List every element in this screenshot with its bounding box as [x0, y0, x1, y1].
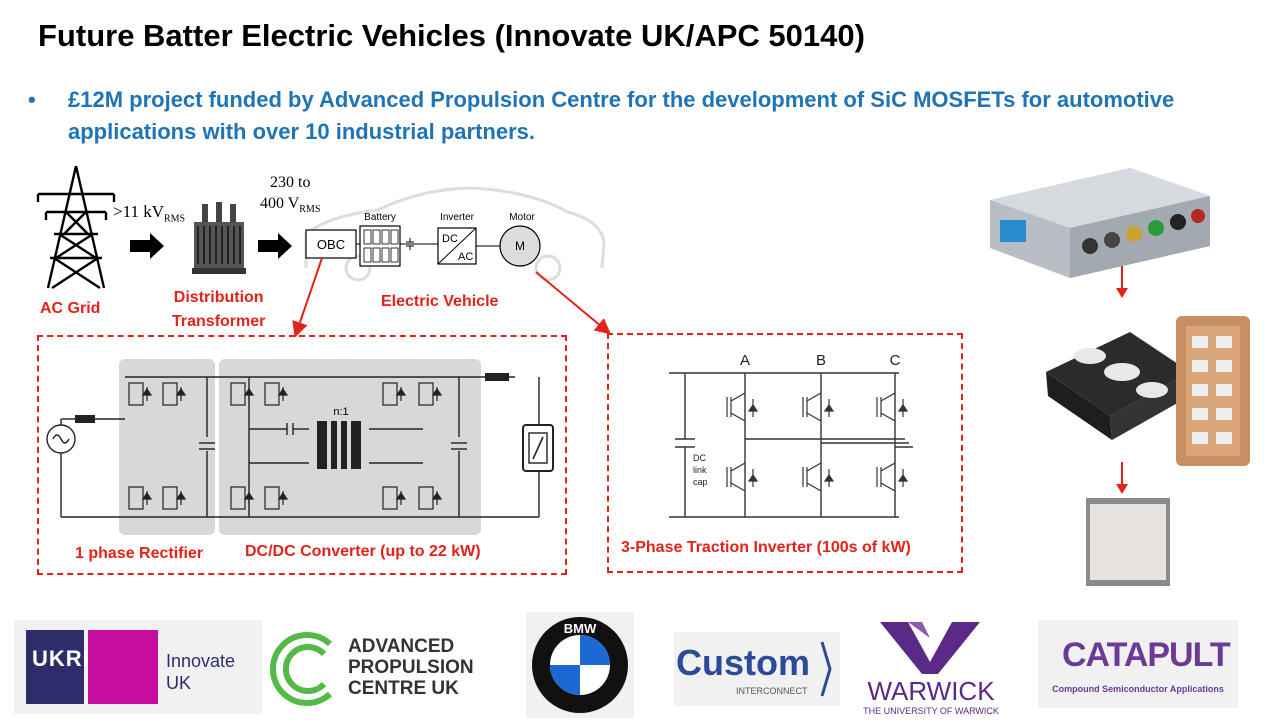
obc-label: OBC — [317, 237, 345, 252]
motor-pointer-arrow — [535, 271, 612, 335]
warwick-chevron-icon — [880, 622, 980, 674]
down-arrow-icon — [1116, 462, 1128, 494]
catapult-logo: CATAPULT Compound Semiconductor Applicat… — [1038, 620, 1238, 708]
grid-voltage-label: >11 kVRMS — [113, 202, 186, 225]
bullet-point: • £12M project funded by Advanced Propul… — [28, 84, 1268, 148]
obc-circuit-diagram: n:1 — [46, 359, 554, 535]
traction-inverter-panel: A B C DC link cap 3-Phase Traction Inver… — [607, 333, 963, 573]
traction-inverter-label: 3-Phase Traction Inverter (100s of kW) — [621, 539, 911, 556]
custom-wordmark: Custom — [676, 642, 810, 683]
bmw-roundel-icon: BMW — [532, 617, 628, 713]
custom-interconnect-logo: Custom INTERCONNECT — [674, 632, 840, 706]
motor-label: Motor — [509, 212, 535, 223]
transformer-ratio-label: n:1 — [333, 406, 348, 418]
slide-title: Future Batter Electric Vehicles (Innovat… — [38, 18, 865, 53]
rectifier-label: 1 phase Rectifier — [75, 545, 204, 562]
bmw-wordmark: BMW — [564, 621, 597, 636]
battery-block — [359, 225, 401, 267]
inverter-label: Inverter — [440, 212, 475, 223]
dc-link-cap-label-1: DC — [693, 453, 706, 463]
phase-b-label: B — [816, 352, 826, 369]
dc-link-cap-label-3: cap — [693, 477, 708, 487]
warwick-wordmark: WARWICK — [867, 676, 995, 706]
traction-inverter-diagram: A B C DC link cap — [669, 352, 913, 518]
bullet-dot-icon: • — [28, 87, 36, 112]
arrow-right-icon — [258, 233, 292, 259]
down-arrow-icon — [1116, 266, 1128, 298]
bullet-text: £12M project funded by Advanced Propulsi… — [68, 87, 1175, 144]
obc-circuit-panel: n:1 1 phase Rectifier DC/DC Converter (u… — [37, 335, 567, 575]
power-module-image — [1046, 316, 1250, 466]
warwick-sub-wordmark: THE UNIVERSITY OF WARWICK — [863, 706, 999, 716]
ukri-wordmark: UKRI — [32, 646, 90, 671]
phase-c-label: C — [890, 352, 901, 369]
warwick-logo: WARWICK THE UNIVERSITY OF WARWICK — [858, 620, 1004, 718]
motor-m-label: M — [515, 239, 525, 253]
bmw-logo: BMW — [526, 612, 634, 718]
inverter-block — [437, 227, 477, 265]
arrow-right-icon — [130, 233, 164, 259]
dc-link-cap-label-2: link — [693, 465, 707, 475]
ac-grid-label: AC Grid — [40, 300, 101, 317]
obc-hardware-unit-image — [990, 168, 1210, 278]
apc-rings-icon — [270, 632, 333, 706]
electric-vehicle-label: Electric Vehicle — [381, 293, 499, 310]
catapult-wordmark: CATAPULT — [1062, 636, 1231, 674]
phase-a-label: A — [740, 352, 750, 369]
obc-pointer-arrow — [292, 257, 323, 338]
battery-label: Battery — [364, 212, 396, 223]
power-pylon-icon — [36, 165, 116, 290]
transformer-icon — [192, 202, 246, 274]
motor-block — [499, 225, 541, 267]
sic-die-image — [1086, 498, 1170, 586]
inverter-dc-label: DC — [442, 233, 458, 245]
dcdc-converter-label: DC/DC Converter (up to 22 kW) — [245, 543, 481, 560]
custom-sub-wordmark: INTERCONNECT — [736, 686, 808, 696]
pointer-arrows — [292, 257, 612, 338]
inverter-ac-label: AC — [458, 251, 473, 263]
electric-vehicle-diagram: OBC Battery Inverter Motor DC AC M — [304, 186, 606, 282]
bracket-icon — [820, 641, 832, 697]
catapult-sub-wordmark: Compound Semiconductor Applications — [1052, 684, 1224, 694]
obc-block — [305, 229, 357, 259]
